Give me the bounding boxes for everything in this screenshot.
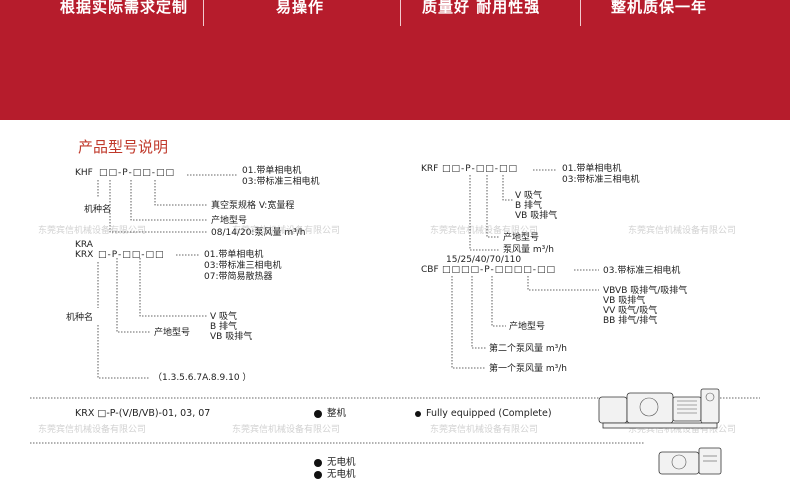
krx-motor-7: 07:带简易散热器 [204,272,273,282]
krf-origin: 产地型号 [503,233,540,243]
pump-unit-complete-image [598,388,720,429]
watermark: 东莞宾信机械设备有限公司 [38,226,147,236]
krx-motor-3: 03:带标准三相电机 [204,261,282,271]
khf-motor-1: 01.带单相电机 [242,166,302,176]
cbf-second-flow: 第二个泵风量 m³/h [489,344,567,354]
complete-cn: 整机 [327,408,347,419]
krf-code: KRF [421,164,439,174]
complete-en: Fully equipped (Complete) [426,408,552,419]
cbf-sizes: 15/25/40/70/110 [446,255,522,265]
nomotor-cn-2: 无电机 [327,469,356,480]
watermark: 东莞宾信机械设备有限公司 [628,226,737,236]
bullet-icon [415,411,421,417]
watermark: 东莞宾信机械设备有限公司 [628,425,737,435]
bullet-icon [314,471,322,479]
khf-code-mask: □□-P-□□-□□ [99,168,175,178]
khf-flow: 08/14/20:泵风量 m³/h [211,228,306,238]
feature-warranty: 整机质保一年 [611,0,708,16]
feature-divider [400,0,401,26]
krx-model-code: KRX □-P-(V/B/VB)-01, 03, 07 [75,408,211,419]
cbf-code-mask: □□□□-P-□□□□-□□ [442,265,557,275]
top-banner: 根据实际需求定制 易操作 质量好 耐用性强 整机质保一年 [0,0,790,120]
feature-custom: 根据实际需求定制 [60,0,189,16]
bullet-icon [314,410,322,418]
krf-motor-3: 03:带标准三相电机 [562,175,640,185]
feature-quality: 质量好 耐用性强 [422,0,541,16]
cbf-motor-3: 03.带标准三相电机 [603,266,681,276]
khf-kind: 机种名 [84,205,112,215]
cbf-vb: VB 吸排气 [603,296,646,306]
feature-divider [203,0,204,26]
krf-v: V 吸气 [515,191,543,201]
krx-code-mask: □-P-□□-□□ [98,250,165,260]
cbf-first-flow: 第一个泵风量 m³/h [489,364,567,374]
krf-motor-1: 01.带单相电机 [562,164,622,174]
krx-origin: 产地型号 [154,328,191,338]
khf-origin: 产地型号 [211,216,248,226]
cbf-vbvb: VBVB 吸排气/吸排气 [603,286,688,296]
krx-kind: 机种名 [66,313,94,323]
feature-divider [580,0,581,26]
bullet-icon [314,459,322,467]
feature-easy: 易操作 [276,0,325,16]
watermark: 东莞宾信机械设备有限公司 [430,425,539,435]
krf-code-mask: □□-P-□□-□□ [442,164,518,174]
watermark: 东莞宾信机械设备有限公司 [232,425,341,435]
khf-motor-3: 03:带标准三相电机 [242,177,320,187]
watermark: 东莞宾信机械设备有限公司 [38,425,147,435]
krx-code-a: KRA [75,240,93,250]
pump-unit-nomotor-image [658,447,722,475]
krx-sizes: （1.3.5.6.7A.8.9.10 ） [153,373,252,383]
krx-b: B 排气 [210,322,238,332]
krf-vb: VB 吸排气 [515,211,558,221]
khf-spec: 真空泵规格 V:宽量程 [211,201,295,211]
cbf-origin: 产地型号 [509,322,546,332]
krf-flow: 泵风量 m³/h [503,245,554,255]
krx-motor-1: 01.带单相电机 [204,250,264,260]
krx-v: V 吸气 [210,312,238,322]
khf-code: KHF [75,168,93,178]
watermark: 东莞宾信机械设备有限公司 [430,226,539,236]
krf-b: B 排气 [515,201,543,211]
cbf-bb: BB 排气/排气 [603,316,658,326]
cbf-code: CBF [421,265,439,275]
krx-code-x: KRX [75,250,94,260]
krx-vb: VB 吸排气 [210,332,253,342]
watermark: 东莞宾信机械设备有限公司 [232,226,341,236]
cbf-vv: VV 吸气/吸气 [603,306,658,316]
nomotor-cn: 无电机 [327,457,356,468]
section-title: 产品型号说明 [78,138,169,156]
